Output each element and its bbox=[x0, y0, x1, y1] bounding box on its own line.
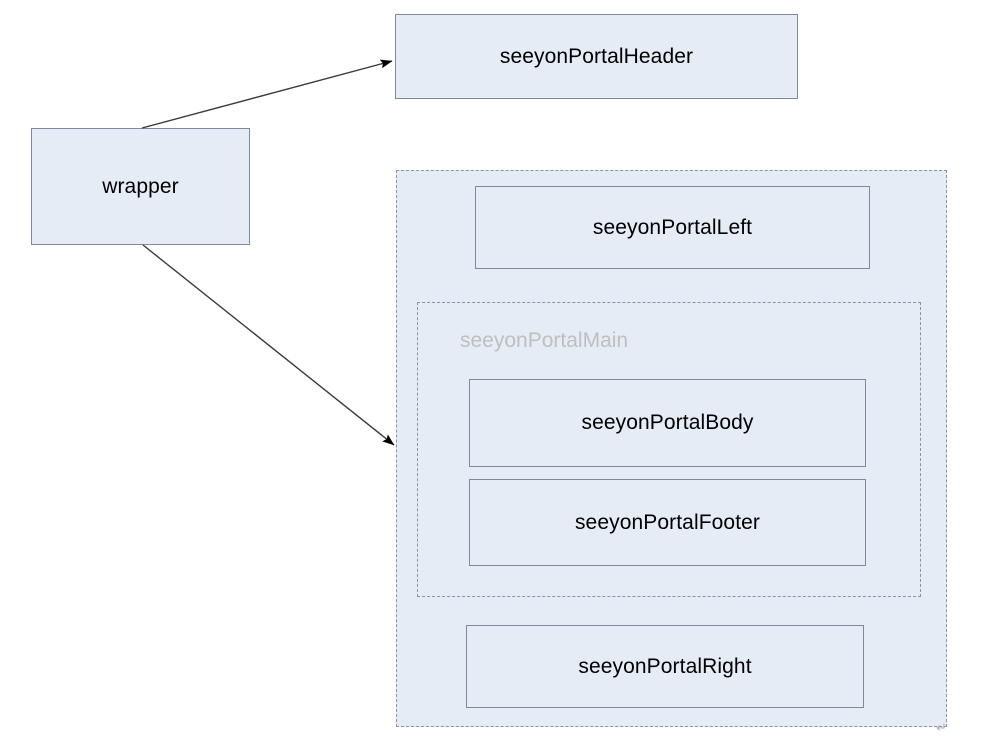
node-seeyon-portal-left[interactable]: seeyonPortalLeft bbox=[475, 186, 870, 269]
node-seeyon-portal-footer[interactable]: seeyonPortalFooter bbox=[469, 479, 866, 566]
arrow-wrapper-to-outer-container bbox=[142, 244, 395, 446]
arrow-wrapper-to-header bbox=[141, 59, 393, 129]
node-seeyon-portal-body[interactable]: seeyonPortalBody bbox=[469, 379, 866, 467]
group-label-seeyon-portal-main: seeyonPortalMain bbox=[460, 329, 629, 352]
node-seeyon-portal-right[interactable]: seeyonPortalRight bbox=[466, 625, 864, 708]
paragraph-mark-icon: ↵ bbox=[936, 721, 947, 736]
node-wrapper[interactable]: wrapper bbox=[31, 128, 250, 245]
node-seeyon-portal-header[interactable]: seeyonPortalHeader bbox=[395, 14, 798, 99]
